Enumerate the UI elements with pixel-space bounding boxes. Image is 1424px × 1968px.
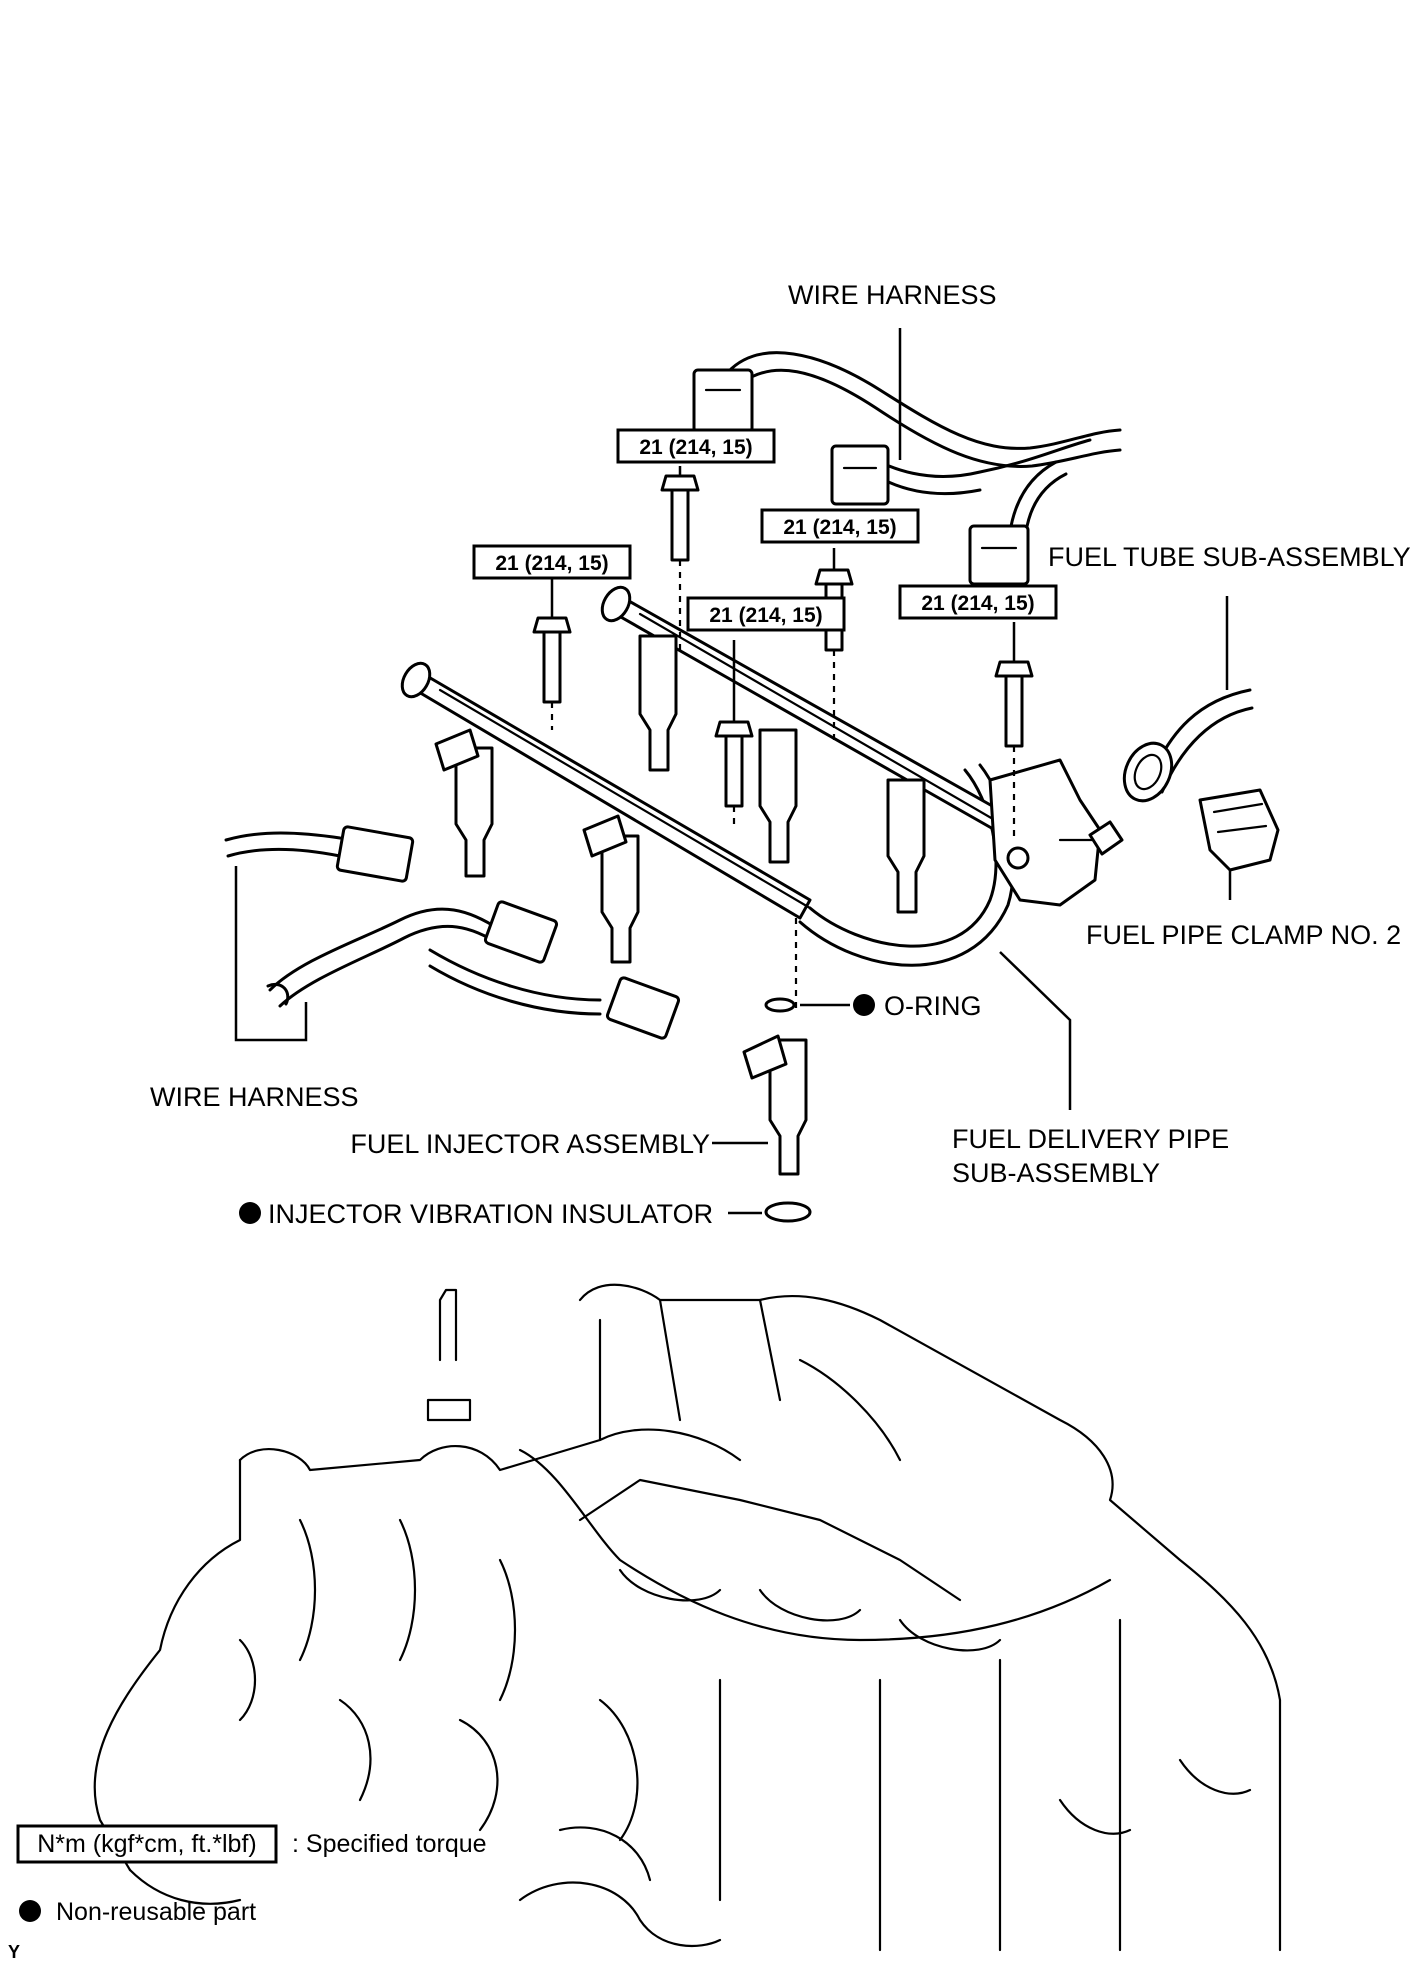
label-fuel-delivery-pipe-1: FUEL DELIVERY PIPE bbox=[952, 1124, 1229, 1154]
label-o-ring: O-RING bbox=[884, 991, 982, 1021]
non-reusable-bullet bbox=[239, 1202, 261, 1224]
installed-injectors bbox=[434, 634, 926, 964]
legend-non-reusable-bullet bbox=[19, 1900, 41, 1922]
label-fuel-injector: FUEL INJECTOR ASSEMBLY bbox=[350, 1129, 710, 1159]
torque-spec-3: 21 (214, 15) bbox=[783, 516, 896, 539]
label-fuel-pipe-clamp: FUEL PIPE CLAMP NO. 2 bbox=[1086, 920, 1401, 950]
wire-harness-top bbox=[692, 351, 1122, 586]
harness-connector-1 bbox=[692, 368, 754, 434]
harness-connector-3 bbox=[968, 524, 1030, 586]
label-fuel-tube: FUEL TUBE SUB-ASSEMBLY bbox=[1048, 542, 1411, 572]
fuel-tube-sub-assembly bbox=[1122, 688, 1254, 803]
label-fuel-delivery-pipe-2: SUB-ASSEMBLY bbox=[952, 1158, 1160, 1188]
harness-connector-2 bbox=[830, 444, 890, 506]
label-wire-harness-left: WIRE HARNESS bbox=[150, 1082, 359, 1112]
torque-spec-2: 21 (214, 15) bbox=[639, 436, 752, 459]
torque-spec-4: 21 (214, 15) bbox=[709, 604, 822, 627]
bolts bbox=[532, 474, 1034, 1008]
wire-harness-left bbox=[224, 825, 681, 1040]
legend-non-reusable: Non-reusable part bbox=[56, 1898, 256, 1926]
torque-spec-5: 21 (214, 15) bbox=[921, 592, 1034, 615]
label-injector-insulator: INJECTOR VIBRATION INSULATOR bbox=[268, 1199, 713, 1229]
legend-torque-box bbox=[16, 1824, 278, 1864]
injector-vibration-insulator bbox=[764, 1201, 812, 1223]
legend-torque-unit: N*m (kgf*cm, ft.*lbf) bbox=[37, 1830, 256, 1858]
label-wire-harness-top: WIRE HARNESS bbox=[788, 280, 997, 310]
fuel-injector-assembly bbox=[742, 997, 812, 1223]
torque-spec-1: 21 (214, 15) bbox=[495, 552, 608, 575]
non-reusable-bullet bbox=[853, 994, 875, 1016]
corner-mark: Y bbox=[8, 1942, 20, 1962]
fuel-pipe-clamp bbox=[1198, 788, 1280, 872]
legend-torque-desc: : Specified torque bbox=[292, 1830, 487, 1858]
intake-manifold-outline bbox=[93, 1283, 1282, 1952]
fuel-delivery-pipe-rear bbox=[600, 585, 1124, 907]
